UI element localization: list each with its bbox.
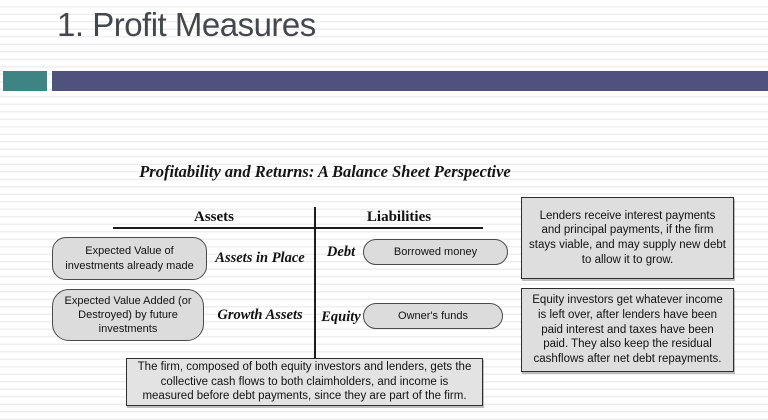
- liabilities-column-header: Liabilities: [366, 209, 432, 225]
- growth-assets-value-box: Expected Value Added (or Destroyed) by f…: [52, 289, 204, 341]
- lenders-note-box: Lenders receive interest payments and pr…: [521, 197, 734, 279]
- assets-in-place-value-box: Expected Value of investments already ma…: [52, 237, 207, 280]
- owners-funds-box: Owner's funds: [363, 303, 503, 329]
- assets-in-place-label: Assets in Place: [215, 250, 305, 266]
- debt-label: Debt: [326, 243, 356, 260]
- column-divider-line: [314, 207, 316, 359]
- equity-label: Equity: [321, 308, 361, 325]
- header-underline: [113, 227, 483, 229]
- accent-teal-block: [3, 71, 47, 91]
- equity-investors-note-box: Equity investors get whatever income is …: [521, 288, 734, 372]
- growth-assets-label: Growth Assets: [217, 306, 303, 323]
- borrowed-money-box: Borrowed money: [363, 239, 508, 265]
- firm-note-box: The firm, composed of both equity invest…: [126, 358, 483, 406]
- slide-title: 1. Profit Measures: [57, 6, 316, 43]
- diagram-heading: Profitability and Returns: A Balance She…: [139, 162, 511, 181]
- accent-header-bar: [52, 71, 768, 91]
- assets-column-header: Assets: [194, 209, 234, 225]
